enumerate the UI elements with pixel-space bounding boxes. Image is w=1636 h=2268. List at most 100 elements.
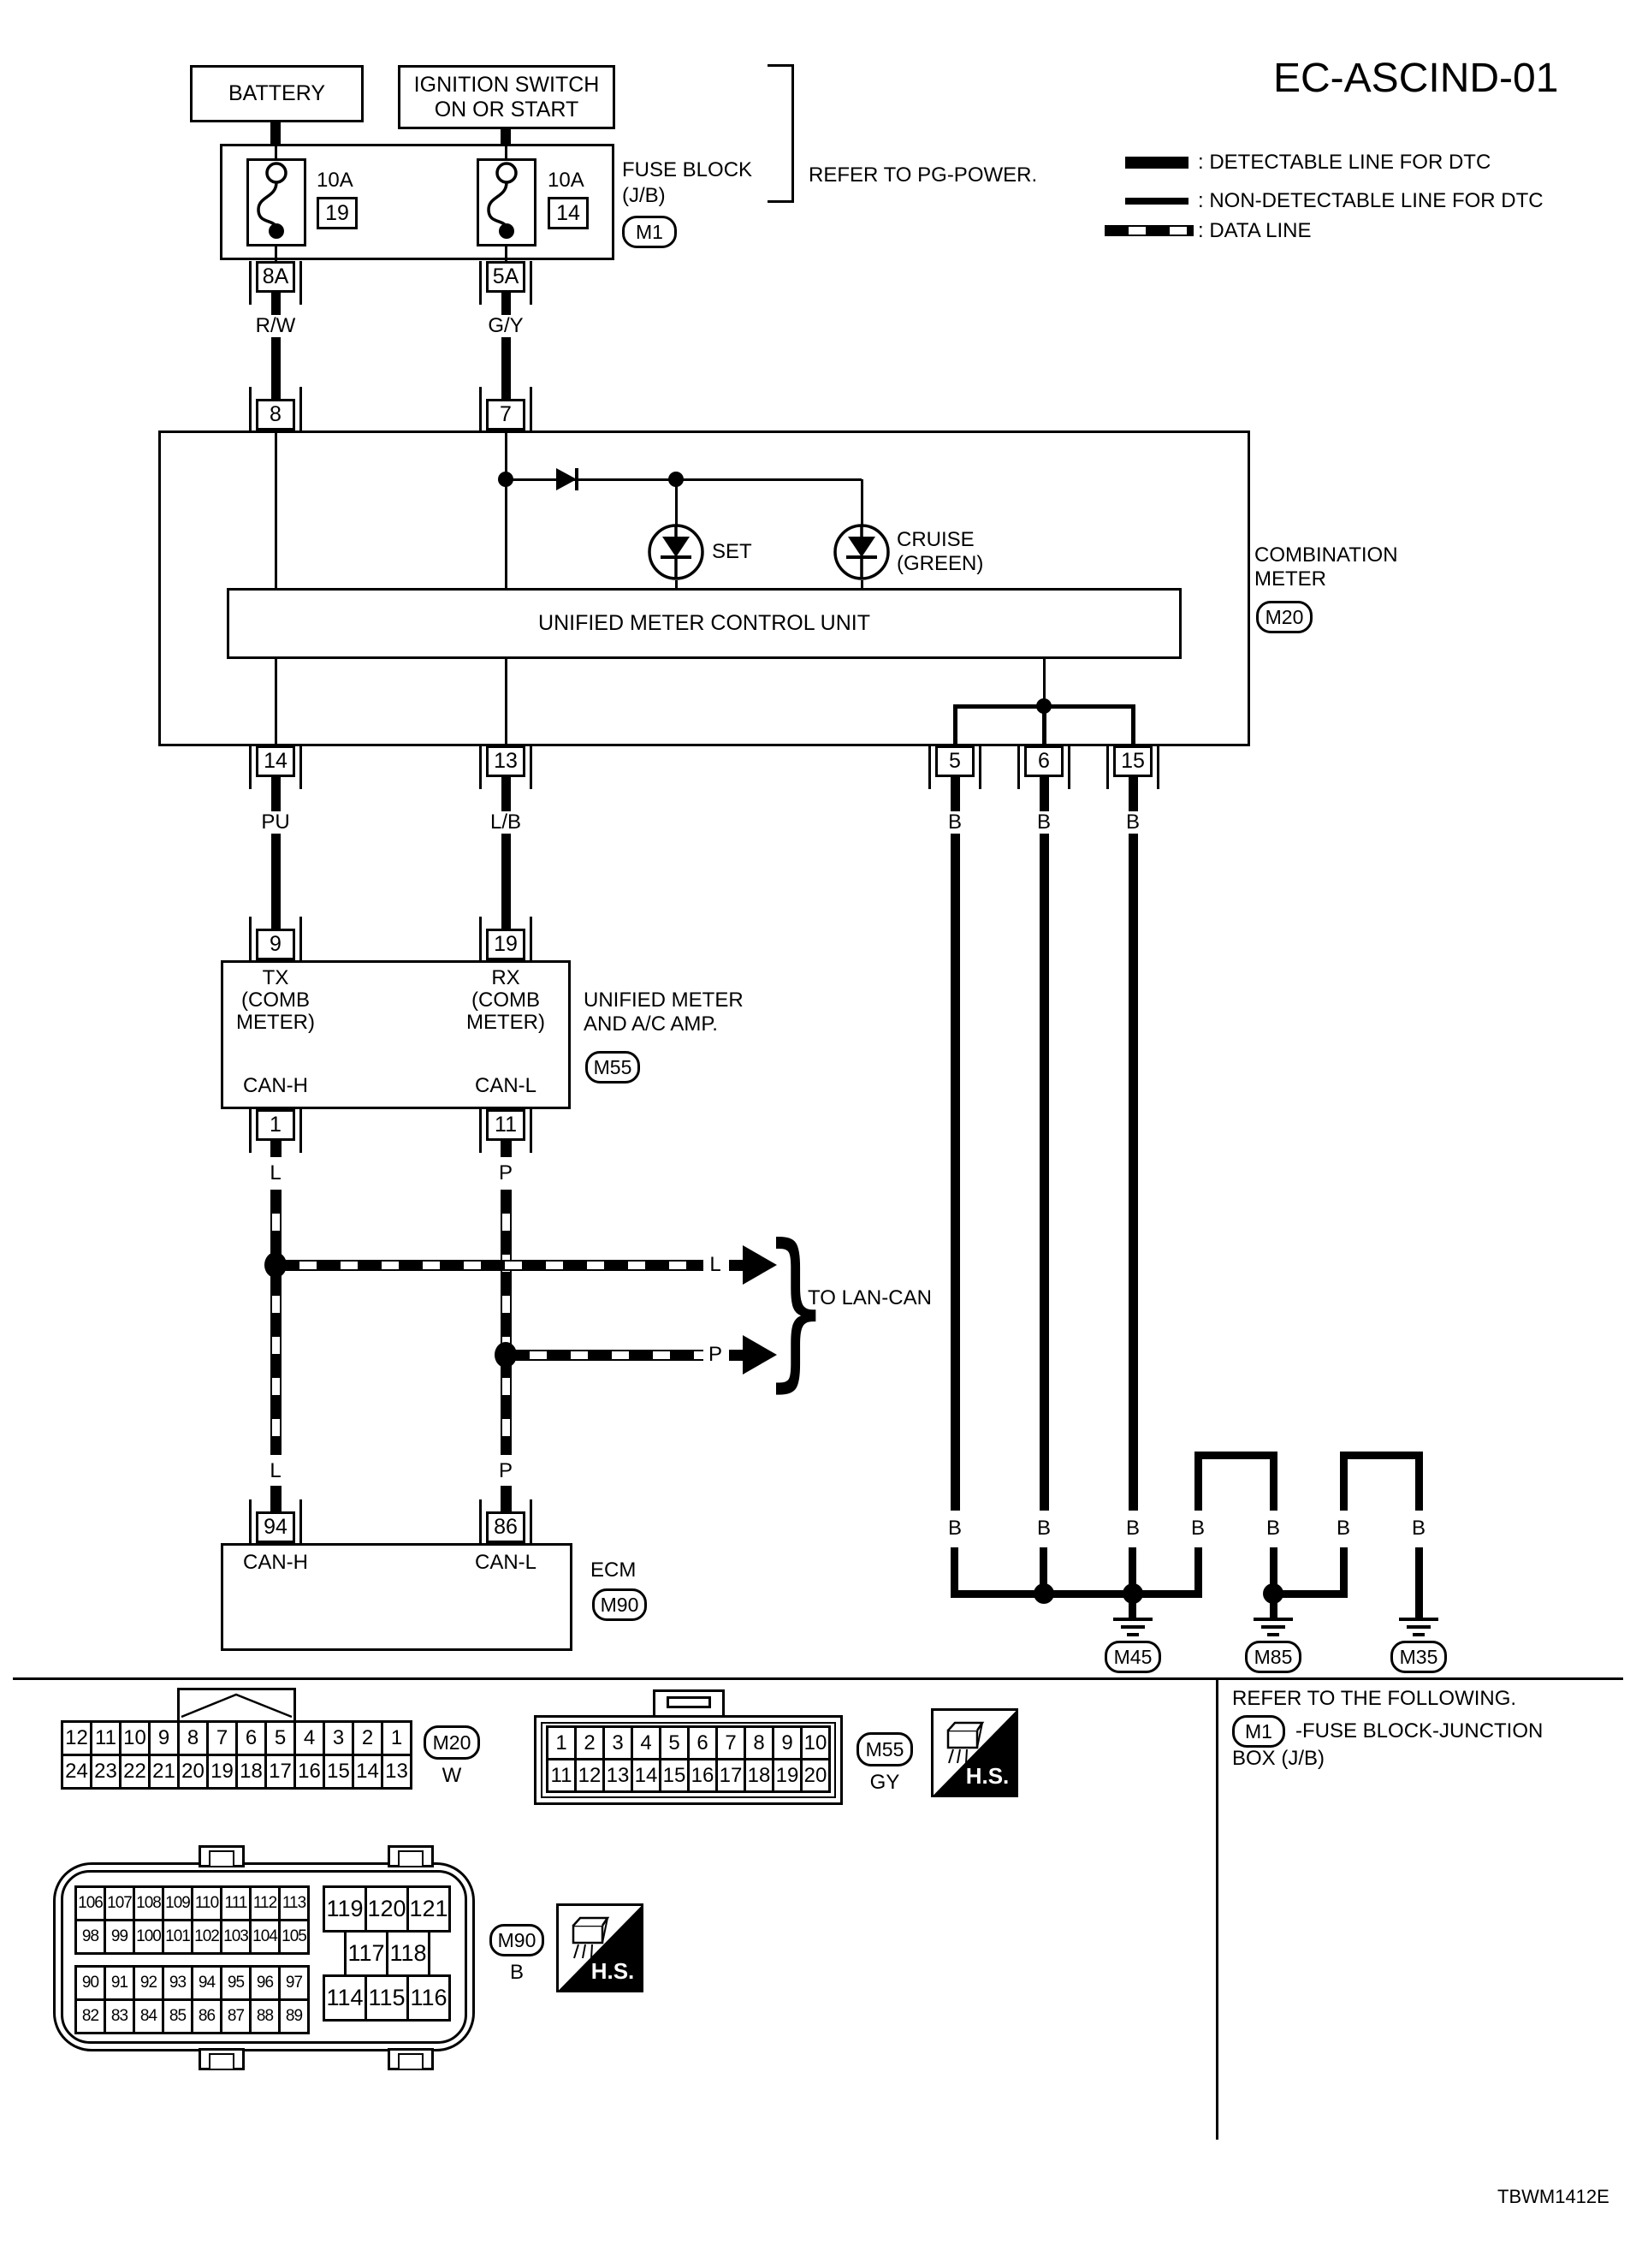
connector-cell: 96	[252, 1968, 278, 1998]
connector-cell: 88	[252, 2001, 278, 2032]
pin-5: 5	[935, 745, 975, 777]
wire-ground-bus	[1270, 1590, 1348, 1598]
legend-data-line-icon	[1105, 225, 1194, 236]
svg-text:H.S.: H.S.	[966, 1763, 1010, 1789]
connector-cell: 118	[386, 1930, 430, 1977]
wire-gy-label: G/Y	[485, 315, 526, 337]
connector-m20-color: W	[442, 1764, 462, 1787]
cruise-indicator-label: CRUISE	[897, 528, 975, 551]
connector-m55-color: GY	[869, 1771, 900, 1794]
connector-tab-inner	[398, 1850, 424, 1867]
arrow-right-icon	[729, 1260, 743, 1271]
connector-cell: 19	[774, 1760, 800, 1790]
fuse-block-label2: (J/B)	[622, 184, 666, 207]
ignition-switch-line1: IGNITION SWITCH	[413, 72, 600, 97]
connector-cell: 3	[325, 1723, 352, 1754]
connector-cell: 114	[323, 1974, 367, 2022]
pin-13: 13	[486, 745, 525, 777]
wire-battery-feed	[270, 122, 281, 145]
rx-label: RX	[491, 966, 520, 989]
connector-cell: 16	[296, 1756, 323, 1787]
ground-icon	[1399, 1618, 1438, 1621]
connector-cell: 112	[252, 1888, 278, 1919]
combination-meter-label2: METER	[1254, 567, 1326, 591]
wire-segment	[675, 580, 678, 588]
connector-cell: 93	[164, 1968, 191, 1998]
pin-9: 9	[256, 929, 295, 960]
pin-8a: 8A	[256, 261, 295, 293]
wire-b2	[1040, 777, 1049, 1511]
connector-cell: 84	[135, 2001, 162, 2032]
wire-segment	[1194, 1547, 1202, 1594]
connector-cell: 12	[63, 1723, 90, 1754]
wire-b3	[1129, 777, 1138, 1511]
connector-cell: 1	[548, 1728, 574, 1758]
connector-cell: 10	[803, 1728, 828, 1758]
connector-cell: 15	[325, 1756, 352, 1787]
connector-cell: 17	[718, 1760, 744, 1790]
wire-b-label: B	[1034, 811, 1054, 834]
junction-dot	[1036, 698, 1052, 714]
wire-segment	[1270, 1547, 1277, 1594]
arrow-right-icon	[729, 1350, 743, 1361]
connector-cell: 108	[135, 1888, 162, 1919]
ignition-switch-box: IGNITION SWITCH ON OR START	[398, 65, 615, 129]
connector-cell: 102	[193, 1921, 220, 1952]
connector-bracket	[479, 745, 532, 789]
hs-icon: H.S.	[931, 1708, 1018, 1797]
connector-bracket	[249, 745, 302, 789]
connector-cell: 90	[77, 1968, 104, 1998]
connector-bracket	[249, 1499, 302, 1543]
tx-label: TX	[262, 966, 289, 989]
connector-ref-m1: M1	[622, 216, 677, 248]
connector-cell: 116	[406, 1974, 451, 2022]
can-p-wire-label: P	[495, 1162, 516, 1184]
connector-ref-m20-pinout: M20	[424, 1725, 480, 1760]
connector-ref-m55: M55	[585, 1051, 640, 1084]
connector-cell: 83	[106, 2001, 133, 2032]
connector-cell: 16	[690, 1760, 715, 1790]
wire-segment	[275, 144, 277, 163]
connector-cell: 87	[222, 2001, 249, 2032]
ground-b-label: B	[1333, 1517, 1354, 1540]
branch-p-label: P	[705, 1344, 726, 1366]
junction-dot	[1263, 1583, 1283, 1604]
connector-cell: 20	[803, 1760, 828, 1790]
wire-segment	[1043, 659, 1046, 706]
connector-cell: 23	[92, 1756, 119, 1787]
meter-amp-name1: UNIFIED METER	[584, 989, 744, 1012]
wire-segment	[505, 659, 507, 745]
wire-segment	[861, 479, 863, 525]
wire-lb-label: L/B	[487, 811, 525, 834]
connector-cell: 13	[605, 1760, 631, 1790]
connector-bracket	[1106, 745, 1159, 789]
connector-cell: 10	[122, 1723, 148, 1754]
connector-tab-inner	[209, 1850, 234, 1867]
ground-icon	[1113, 1618, 1153, 1621]
pin-7: 7	[486, 399, 525, 430]
wire-segment	[1340, 1547, 1348, 1594]
fuse2-number-box: 14	[548, 197, 589, 229]
wire-segment	[1129, 1547, 1136, 1594]
can-h-label: CAN-H	[243, 1074, 308, 1097]
tx-label2: (COMB	[241, 989, 310, 1012]
bracket	[768, 200, 794, 203]
connector-cell: 8	[746, 1728, 772, 1758]
can-l-wire-label-lower: L	[267, 1460, 284, 1482]
fuse-block-label1: FUSE BLOCK	[622, 158, 753, 181]
connector-bracket	[928, 745, 981, 789]
pin-94: 94	[256, 1511, 295, 1543]
pin-15: 15	[1113, 745, 1153, 777]
ground-icon	[1407, 1625, 1431, 1629]
wire-segment	[1129, 1598, 1136, 1618]
connector-cell: 11	[92, 1723, 119, 1754]
can-p-wire-label-lower: P	[495, 1460, 516, 1482]
junction-dot	[264, 1252, 287, 1278]
connector-cell: 86	[193, 2001, 220, 2032]
fuse2-amp-label: 10A	[548, 169, 584, 192]
pin-8: 8	[256, 399, 295, 430]
wire-stub	[270, 1141, 282, 1157]
wire-segment	[275, 430, 277, 588]
